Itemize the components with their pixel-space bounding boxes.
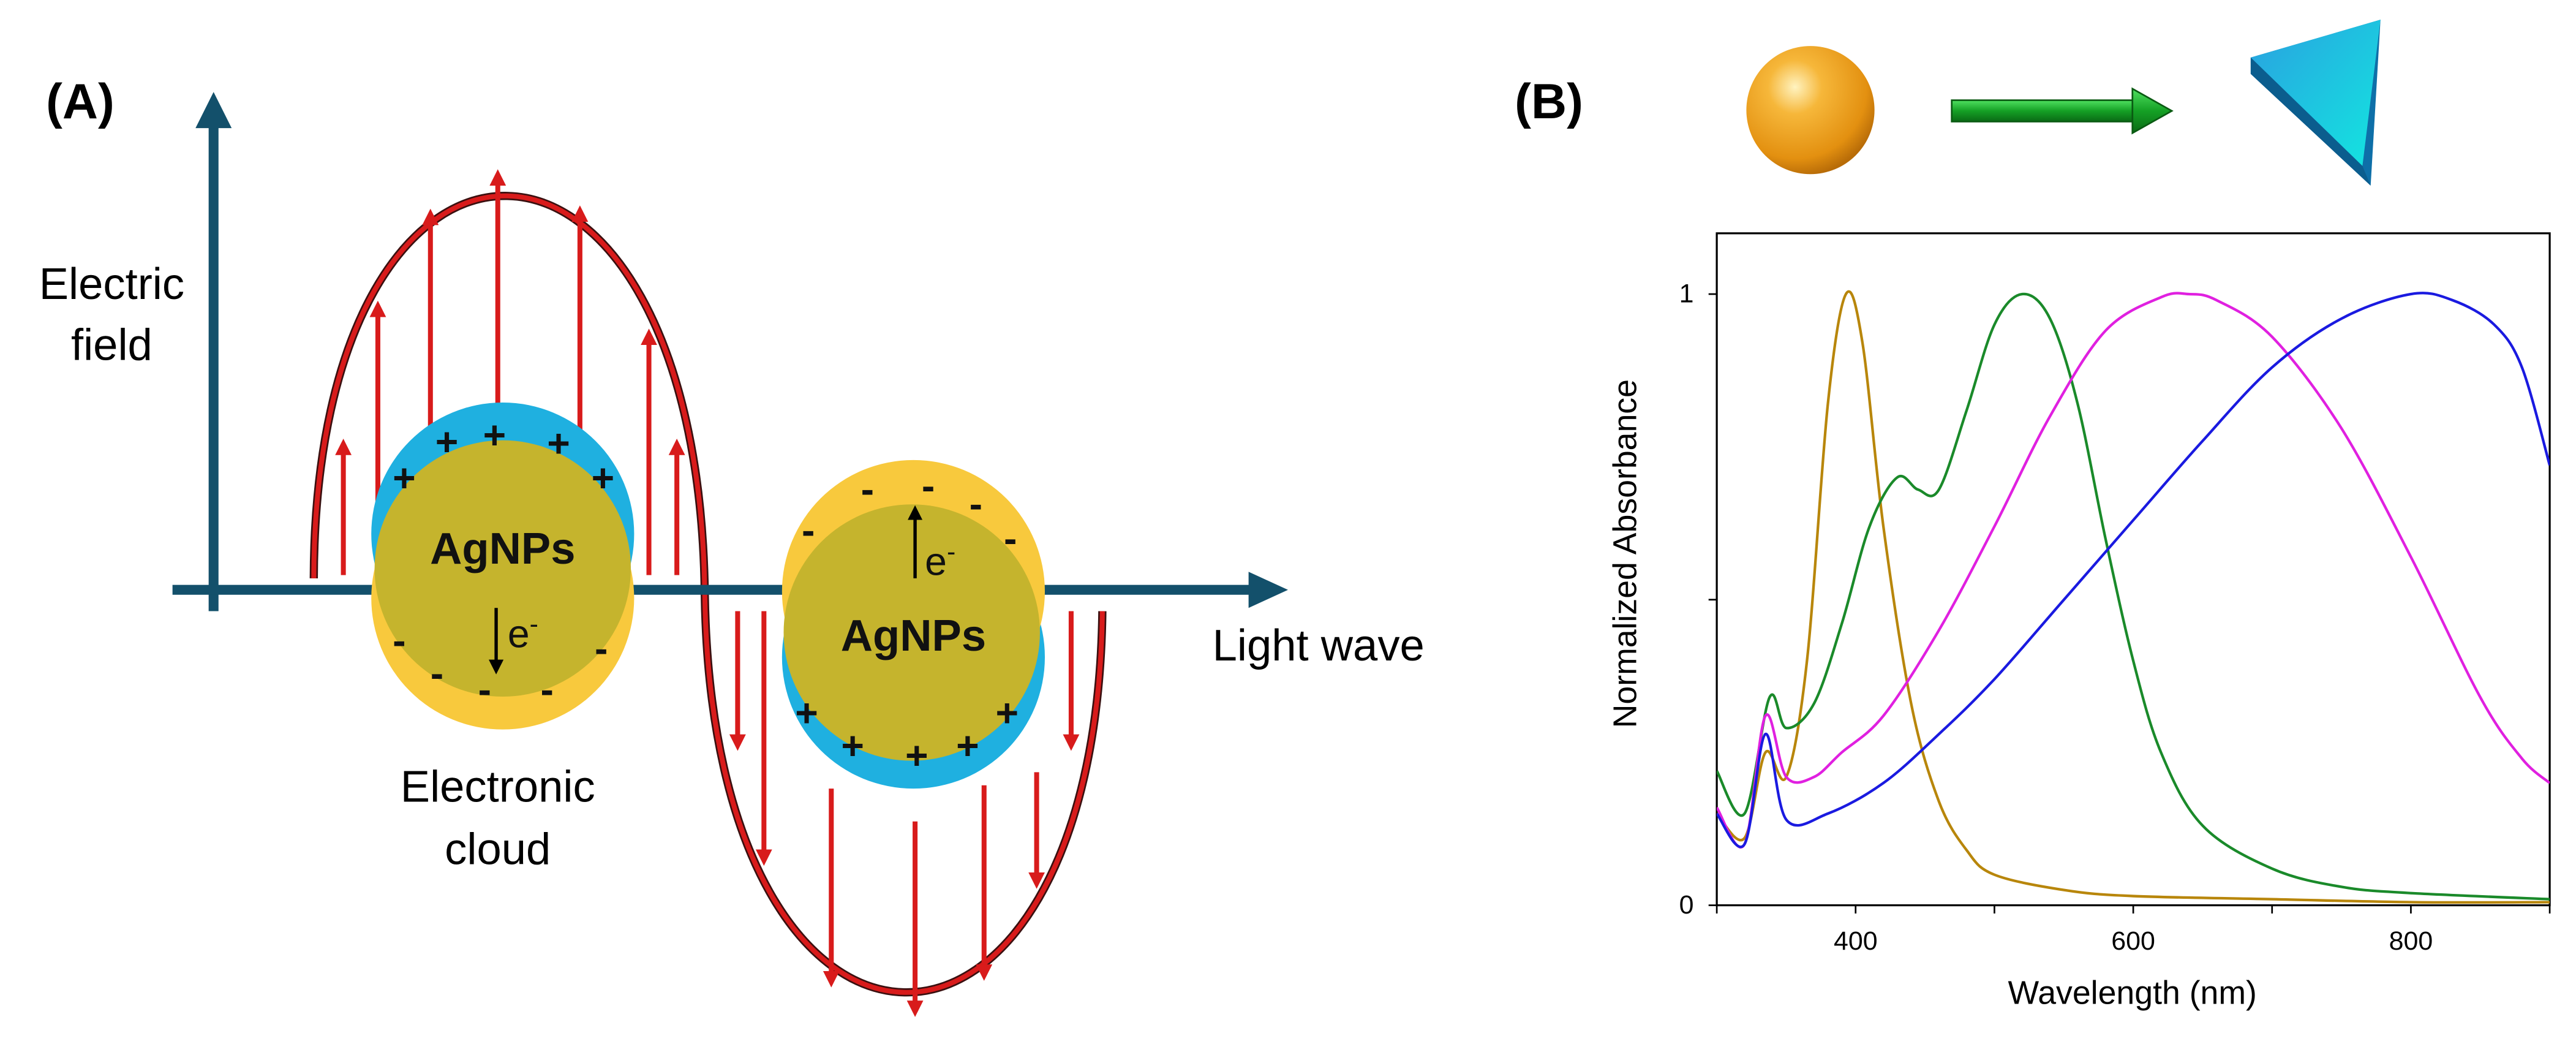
x-tick-label: 600 xyxy=(2111,926,2155,956)
minus-charge: - xyxy=(861,467,874,512)
panel-a-label: (A) xyxy=(46,74,115,129)
plus-charges: + + + + + xyxy=(393,413,614,500)
minus-charge: - xyxy=(541,668,554,712)
particle-core xyxy=(783,504,1040,761)
y-axis-label-line1: Electric xyxy=(39,259,184,309)
minus-charge: - xyxy=(393,618,405,662)
absorbance-series-1 xyxy=(1717,290,2550,904)
absorbance-series-2 xyxy=(1717,292,2550,901)
y-axis-label-line2: field xyxy=(71,320,153,369)
plus-charge: + xyxy=(956,724,979,768)
nanoparticle-right: - - - - - + + + + + e- AgNPs xyxy=(781,460,1045,789)
minus-charge: - xyxy=(478,668,491,712)
particle-core xyxy=(374,440,631,697)
panel-b-label: (B) xyxy=(1515,74,1583,129)
plus-charge: + xyxy=(905,733,928,777)
panel-a: (A) Electric field Light wave xyxy=(39,74,1425,1017)
plus-charges: + + + + + xyxy=(795,690,1019,777)
minus-charge: - xyxy=(922,464,935,508)
minus-charge: - xyxy=(595,627,608,671)
y-axis-arrowhead xyxy=(195,92,232,129)
series-layer xyxy=(1717,290,2550,904)
panel-b: (B) 400 600 800 0 1 Wavelength (nm) Normaliz… xyxy=(1515,20,2551,1011)
absorbance-series-3 xyxy=(1717,292,2550,849)
minus-charge: - xyxy=(1004,516,1017,561)
minus-charge: - xyxy=(970,482,982,526)
y-tick-label: 0 xyxy=(1679,890,1694,920)
green-arrow-icon xyxy=(1951,87,2174,135)
minus-charges: - - - - - xyxy=(393,618,608,711)
minus-charge: - xyxy=(802,509,815,553)
plus-charge: + xyxy=(483,413,507,457)
electron-label: e- xyxy=(925,537,955,583)
particle-left-label: AgNPs xyxy=(430,524,575,573)
plus-charge: + xyxy=(592,456,615,500)
caption-line2: cloud xyxy=(445,825,551,874)
field-arrows-down xyxy=(729,611,1080,1017)
x-tick-label: 400 xyxy=(1834,926,1878,956)
x-axis-arrowhead xyxy=(1248,572,1288,608)
plot-frame xyxy=(1715,232,2551,907)
y-axis-title: Normalized Absorbance xyxy=(1607,379,1644,728)
plus-charge: + xyxy=(393,456,416,500)
minus-charges: - - - - - xyxy=(802,464,1017,561)
particle-right-label: AgNPs xyxy=(841,611,986,660)
plus-charge: + xyxy=(795,690,818,735)
x-tick-label: 800 xyxy=(2389,926,2433,956)
plus-charge: + xyxy=(435,420,459,464)
plus-charge: + xyxy=(841,724,864,768)
y-tick-label: 1 xyxy=(1679,279,1694,308)
nanoparticle-left: + + + + + - - - - - AgNPs e- xyxy=(371,402,635,730)
electron-label: e- xyxy=(508,609,538,656)
gold-sphere-icon xyxy=(1746,46,1875,175)
absorbance-series-4 xyxy=(1717,292,2550,849)
minus-charge: - xyxy=(431,651,443,695)
plus-charge: + xyxy=(996,690,1019,735)
caption-line1: Electronic xyxy=(401,762,595,812)
plus-charge: + xyxy=(547,421,570,465)
x-axis-label: Light wave xyxy=(1213,621,1425,670)
blue-triangle-prism-icon xyxy=(2250,20,2381,186)
x-axis-title: Wavelength (nm) xyxy=(2008,974,2257,1011)
axis-ticks: 400 600 800 0 1 xyxy=(1679,279,2551,956)
